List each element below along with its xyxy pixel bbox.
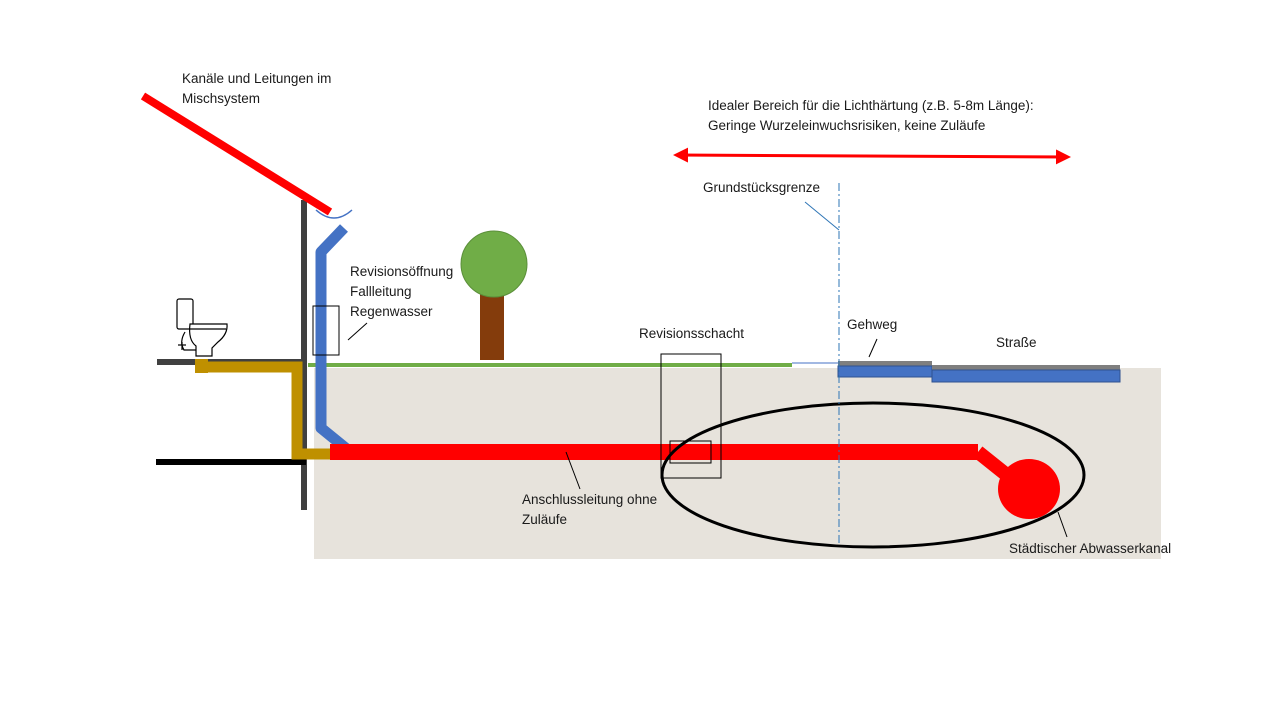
boundary-label-text: Grundstücksgrenze xyxy=(703,180,821,195)
street-base xyxy=(931,369,1121,383)
toilet-icon xyxy=(176,298,228,357)
connection-pipe-bend xyxy=(973,446,1013,482)
revision-label-line2: Fallleitung xyxy=(350,284,412,299)
shaft-label-text: Revisionsschacht xyxy=(639,326,745,341)
sidewalk-top xyxy=(838,361,932,366)
sewer-label: Städtischer Abwasserkanal xyxy=(1009,539,1171,559)
street-top xyxy=(932,365,1120,370)
sidewalk-base xyxy=(837,365,933,378)
revision-label-line1: Revisionsöffnung xyxy=(350,264,454,279)
gutter xyxy=(315,209,353,219)
revision-callout xyxy=(347,322,368,341)
revision-opening-label: Revisionsöffnung Fallleitung Regenwasser xyxy=(350,262,453,322)
street-label-text: Straße xyxy=(996,335,1037,350)
sidewalk-callout xyxy=(868,338,878,358)
street-label: Straße xyxy=(996,333,1037,353)
sewer-label-text: Städtischer Abwasserkanal xyxy=(1009,541,1172,556)
connection-callout xyxy=(565,451,581,490)
waste-pipe xyxy=(202,361,330,460)
connection-label-line1: Anschlussleitung ohne xyxy=(522,492,658,507)
boundary-callout xyxy=(804,201,840,231)
ideal-area-label: Idealer Bereich für die Lichthärtung (z.… xyxy=(708,96,1034,136)
roof-label-line2: Mischsystem xyxy=(182,91,261,106)
boundary-label: Grundstücksgrenze xyxy=(703,178,820,198)
revision-opening-box xyxy=(312,305,340,356)
roof-label: Kanäle und Leitungen im Mischsystem xyxy=(182,69,331,109)
tree-icon xyxy=(460,230,528,360)
sewer-callout xyxy=(1057,511,1068,538)
connection-label-line2: Zuläufe xyxy=(522,512,568,527)
shaft-label: Revisionsschacht xyxy=(639,324,744,344)
sidewalk-label-text: Gehweg xyxy=(847,317,898,332)
inspection-shaft-inner xyxy=(669,440,712,464)
roof-label-line1: Kanäle und Leitungen im xyxy=(182,71,332,86)
connection-pipe-label: Anschlussleitung ohne Zuläufe xyxy=(522,490,657,530)
sidewalk-label: Gehweg xyxy=(847,315,897,335)
rainwater-downpipe xyxy=(315,224,352,455)
ideal-area-label-line1: Idealer Bereich für die Lichthärtung (z.… xyxy=(708,98,1034,113)
ideal-range-arrow xyxy=(673,147,1071,165)
inspection-shaft xyxy=(660,353,722,479)
toilet-connector xyxy=(195,359,208,373)
ideal-area-ellipse xyxy=(660,401,1086,549)
ideal-area-label-line2: Geringe Wurzeleinwuchsrisiken, keine Zul… xyxy=(708,118,986,133)
revision-label-line3: Regenwasser xyxy=(350,304,433,319)
roof-line xyxy=(140,92,333,216)
municipal-sewer xyxy=(998,459,1060,519)
